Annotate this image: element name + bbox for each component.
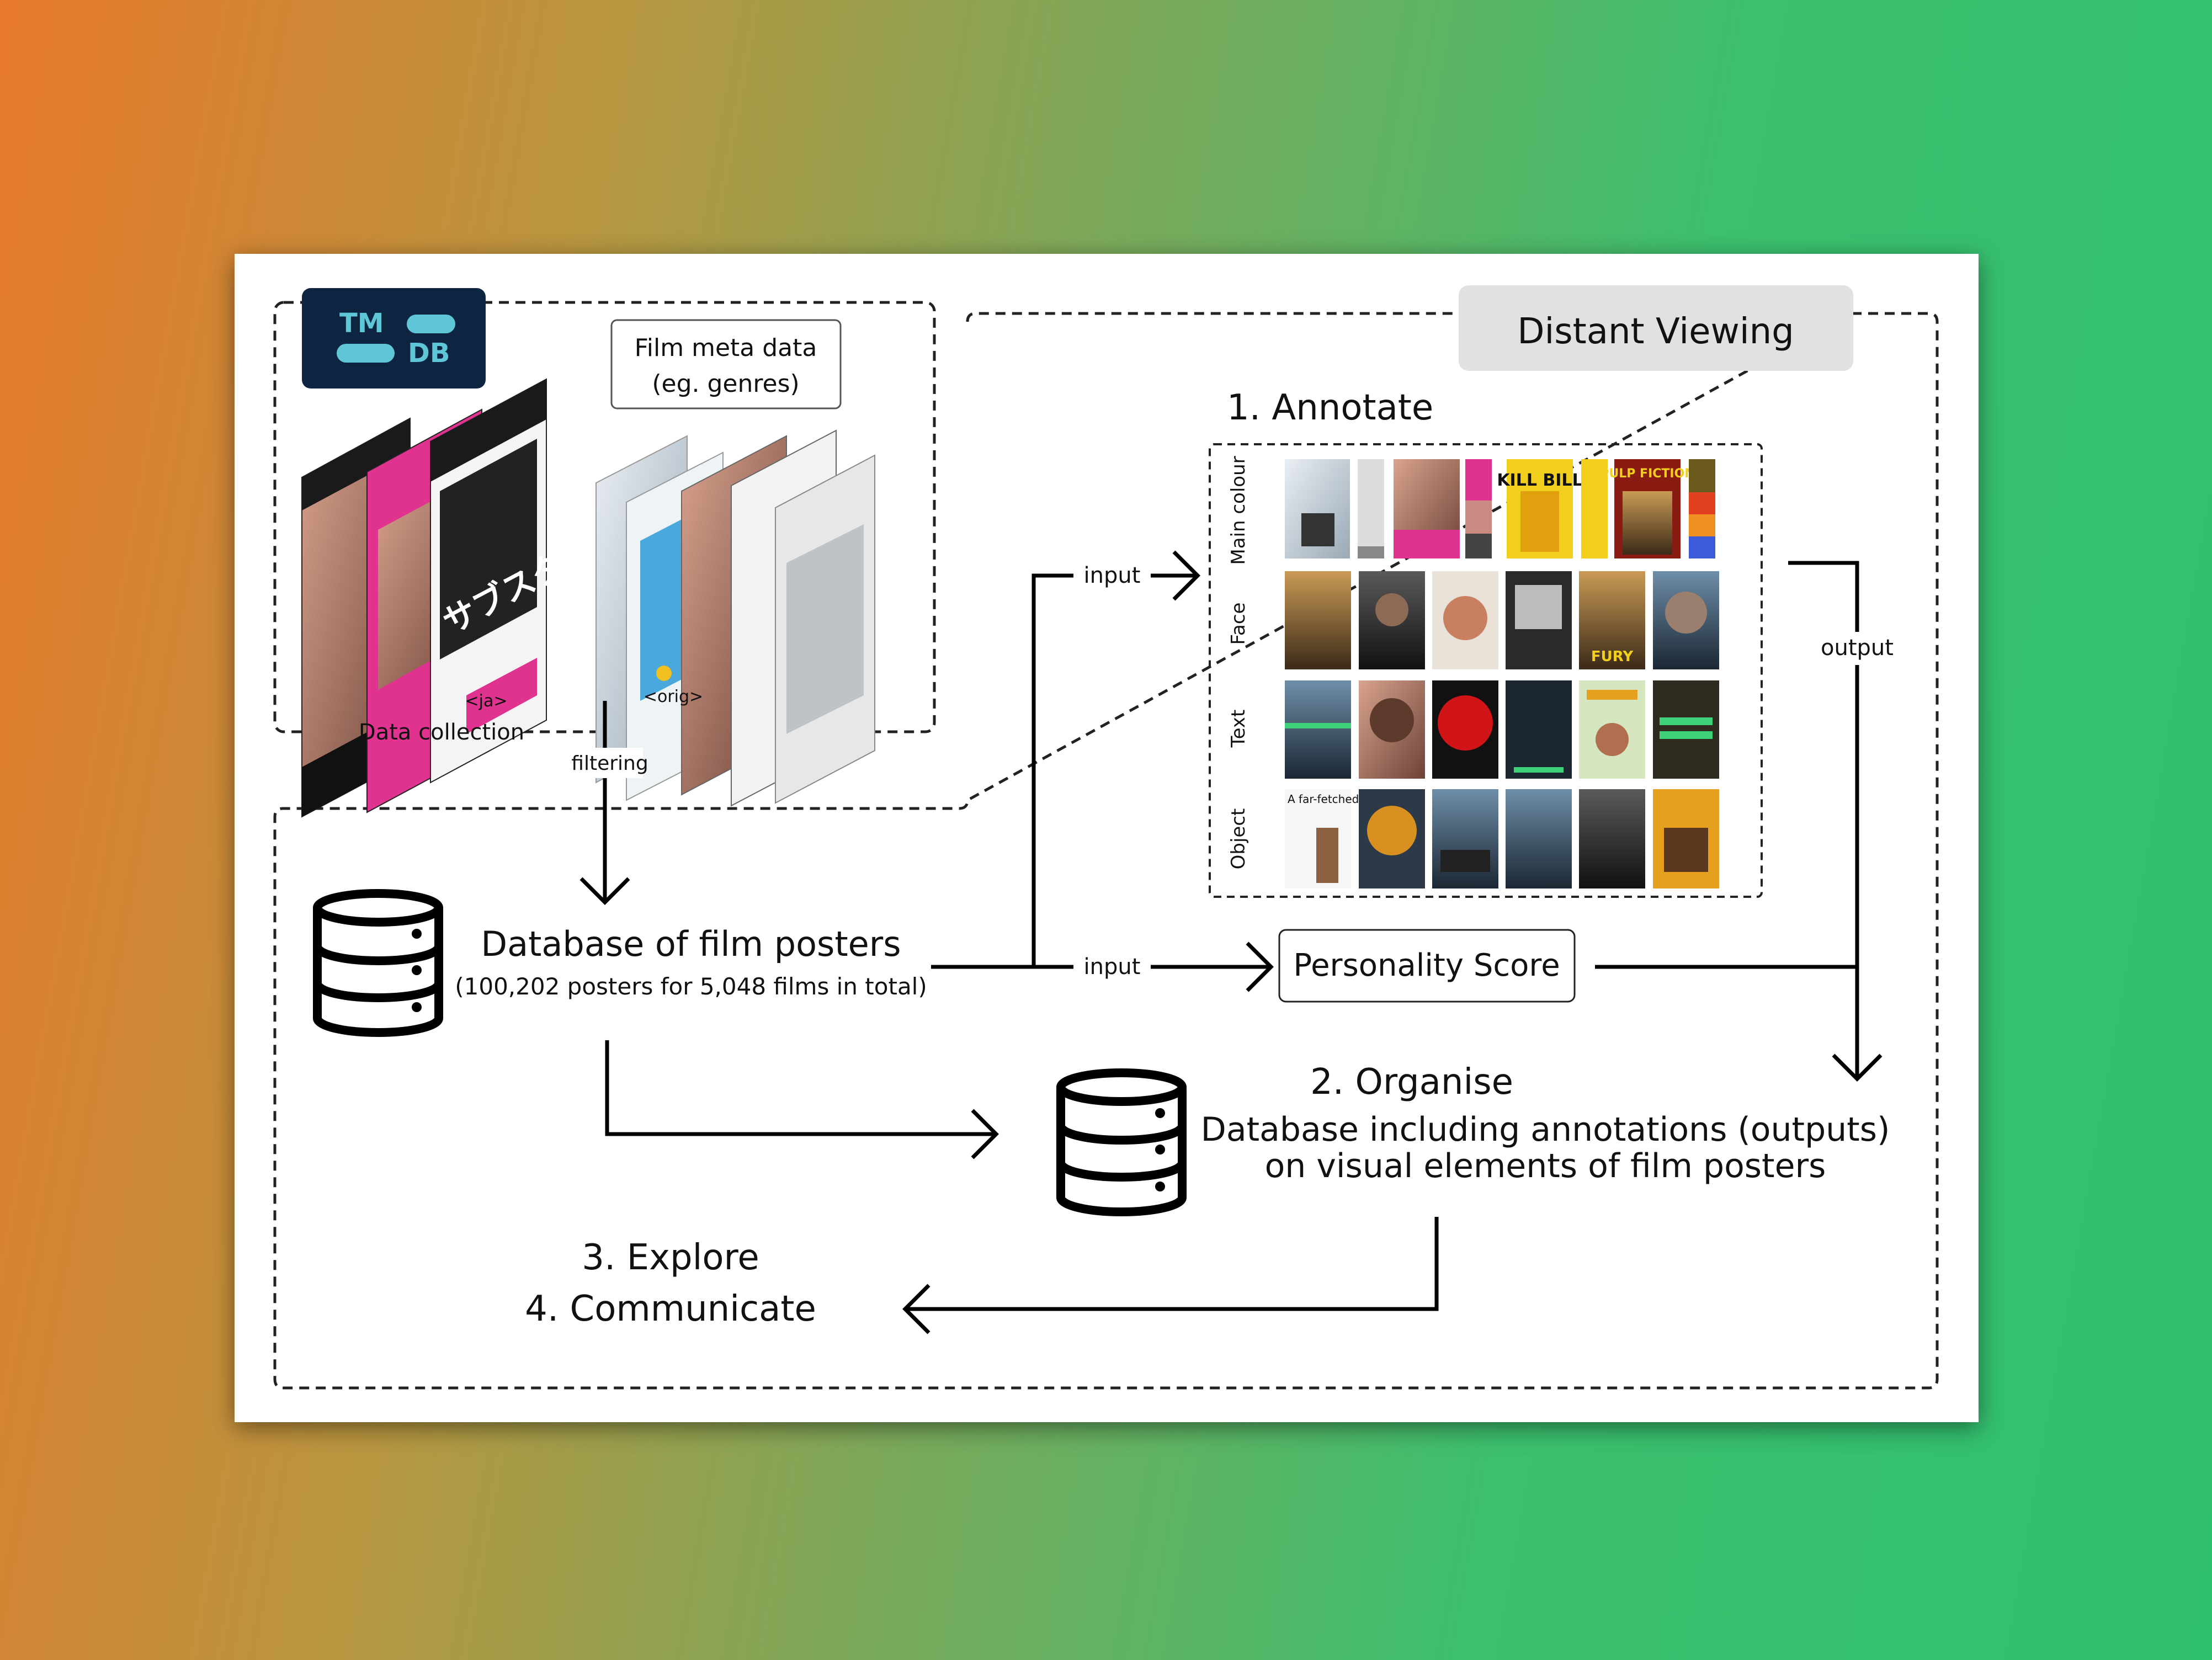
organise-line1: Database including annotations (outputs) [1201, 1110, 1890, 1149]
database-title: Database of film posters [481, 924, 901, 964]
meta-box-line2: (eg. genres) [652, 370, 799, 398]
input-label-annotate: input [1084, 563, 1141, 588]
tmdb-logo-text-top: TM [339, 308, 384, 339]
explore-arrowhead [902, 1284, 930, 1334]
database-subtitle: (100,202 posters for 5,048 films in tota… [455, 973, 927, 1000]
poster-group-label-orig: <orig> [644, 687, 703, 706]
filtering-arrowhead [579, 877, 630, 905]
distant-viewing-label: Distant Viewing [1517, 311, 1794, 352]
row-label-main-colour: Main colour [1227, 456, 1249, 565]
output-arrowhead [1832, 1054, 1883, 1082]
annotate-title: 1. Annotate [1227, 387, 1433, 428]
diagram-card: TM DB Film meta data (eg. genres) サブスタンス… [235, 254, 1979, 1422]
poster-text-fury: FURY [1591, 648, 1634, 665]
input-arrowhead-personality [1246, 941, 1274, 992]
poster-text-kill-bill: KILL BILL [1497, 471, 1582, 490]
database-icon-organise [1056, 1068, 1187, 1216]
organise-line2: on visual elements of film posters [1265, 1147, 1826, 1185]
data-collection-region [273, 301, 936, 733]
row-label-face: Face [1227, 603, 1249, 645]
poster-stack-orig [595, 429, 875, 807]
communicate-label: 4. Communicate [525, 1289, 816, 1329]
filtering-label: filtering [571, 752, 648, 775]
organise-title: 2. Organise [1310, 1062, 1513, 1103]
annotate-region [1209, 443, 1763, 898]
film-meta-data-box: Film meta data (eg. genres) [610, 319, 842, 409]
personality-score-label: Personality Score [1293, 948, 1560, 983]
distant-viewing-badge [1459, 285, 1853, 371]
poster-group-label-ja: <ja> [465, 691, 508, 711]
tmdb-logo: TM DB [302, 288, 486, 389]
distant-viewing-region [273, 312, 1939, 1390]
poster-text-pulp-fiction: PULP FICTION [1600, 467, 1694, 481]
personality-score-box [1278, 929, 1576, 1003]
tmdb-logo-text-bottom: DB [408, 338, 450, 369]
row-label-text: Text [1227, 710, 1249, 748]
organise-arrowhead [971, 1109, 999, 1159]
row-label-object: Object [1227, 808, 1249, 870]
thumbnail-row-object: A far-fetched plot. [1285, 789, 1719, 888]
database-icon-posters [313, 889, 443, 1037]
thumbnail-row-text [1285, 680, 1719, 779]
explore-label: 3. Explore [582, 1237, 759, 1278]
data-collection-label: Data collection [359, 720, 524, 745]
output-label: output [1821, 635, 1894, 661]
thumbnail-row-main-colour: KILL BILL PULP FICTION [1285, 459, 1715, 558]
workflow-diagram: TM DB Film meta data (eg. genres) サブスタンス… [273, 285, 1939, 1390]
input-label-personality: input [1084, 954, 1141, 980]
input-arrowhead-annotate [1172, 550, 1200, 601]
thumbnail-row-face: FURY [1285, 571, 1719, 669]
meta-box-line1: Film meta data [635, 334, 817, 362]
